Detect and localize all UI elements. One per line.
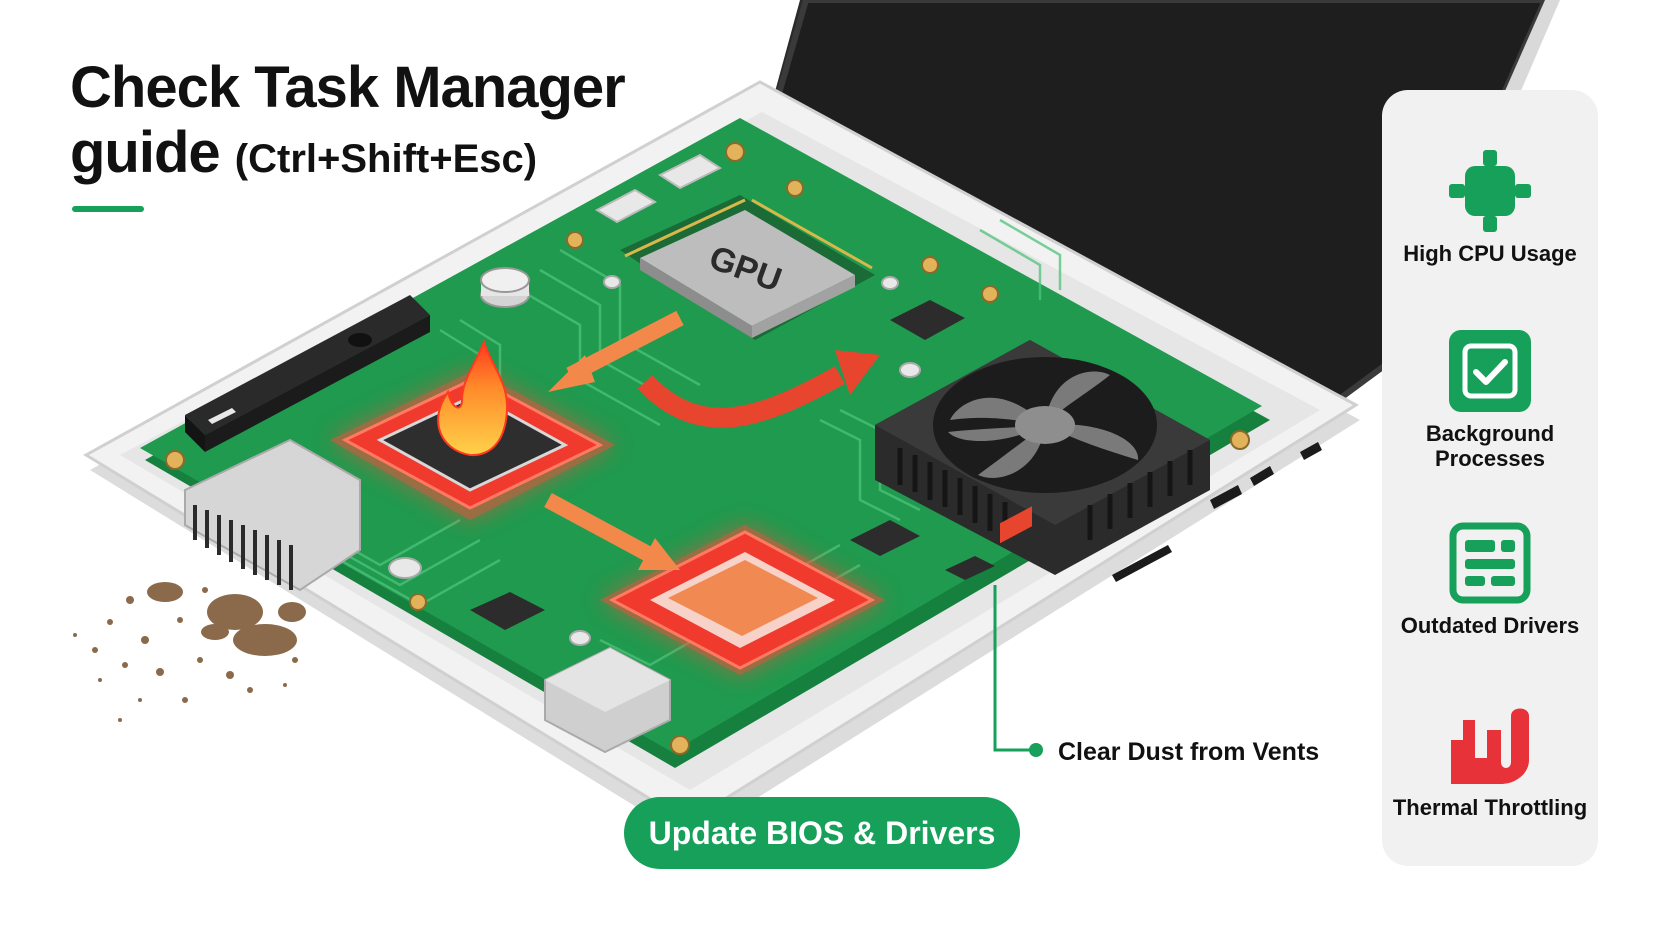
title-line-1: Check Task Manager bbox=[70, 55, 626, 120]
left-vent bbox=[184, 438, 361, 592]
dust-particles bbox=[73, 582, 306, 722]
hot-cpu bbox=[330, 338, 615, 520]
title-line-2: guide (Ctrl+Shift+Esc) bbox=[70, 119, 625, 186]
cause-background-processes: Background Processes bbox=[1382, 326, 1598, 472]
hot-chipset bbox=[600, 525, 885, 675]
usb-block bbox=[544, 646, 671, 754]
memory-slot bbox=[185, 295, 430, 452]
title-underline bbox=[72, 206, 144, 212]
update-bios-button[interactable]: Update BIOS & Drivers bbox=[624, 797, 1020, 869]
cause-thermal-throttling: Thermal Throttling bbox=[1382, 700, 1598, 820]
clear-dust-callout: Clear Dust from Vents bbox=[1058, 738, 1320, 766]
cause-outdated-drivers: Outdated Drivers bbox=[1382, 518, 1598, 638]
cooling-fan bbox=[875, 340, 1210, 575]
flame-icon bbox=[437, 338, 509, 457]
callout-leader bbox=[993, 585, 1043, 757]
checkbox-icon bbox=[1449, 330, 1531, 412]
cause-label: High CPU Usage bbox=[1403, 241, 1577, 266]
causes-panel: High CPU Usage Background Processes Outd… bbox=[1382, 90, 1598, 866]
title-shortcut: (Ctrl+Shift+Esc) bbox=[234, 136, 538, 181]
heat-arrows bbox=[544, 310, 880, 570]
motherboard bbox=[140, 118, 1270, 768]
gpu-chip: GPU bbox=[620, 195, 875, 340]
cause-label: Background Processes bbox=[1425, 421, 1555, 472]
side-ports bbox=[1112, 442, 1322, 582]
cpu-chip-icon bbox=[1449, 150, 1531, 232]
title-guide-word: guide bbox=[70, 119, 221, 185]
cause-high-cpu: High CPU Usage bbox=[1382, 146, 1598, 266]
driver-card-icon bbox=[1449, 522, 1531, 604]
cause-label: Outdated Drivers bbox=[1400, 613, 1580, 638]
cause-label: Thermal Throttling bbox=[1392, 795, 1588, 820]
small-components bbox=[388, 153, 995, 646]
screw-holes bbox=[165, 142, 1250, 755]
page-title: Check Task Manager guide (Ctrl+Shift+Esc… bbox=[70, 55, 626, 186]
heat-graph-icon bbox=[1451, 708, 1529, 784]
